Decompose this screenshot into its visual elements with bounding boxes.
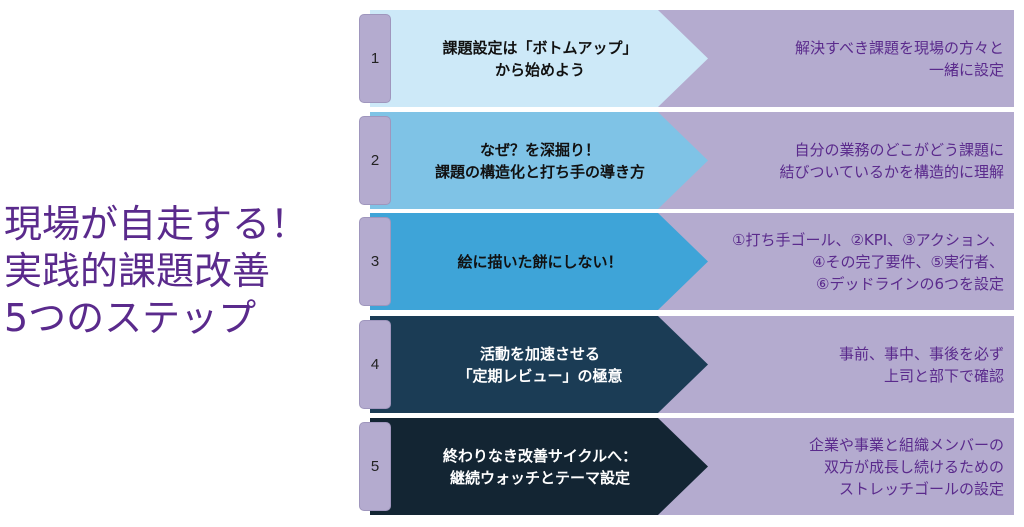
title-line-2: 実践的課題改善 [4, 249, 271, 294]
step-heading-line: 活動を加速させる [479, 344, 600, 363]
step-description-line: 解決すべき課題を現場の方々と [795, 38, 1004, 57]
step-arrow-shape [370, 213, 708, 310]
step-arrow-shape [370, 10, 708, 107]
step-description-line: ④その完了要件、⑤実行者、 [812, 252, 1004, 271]
step-description-line: 自分の業務のどこがどう課題に [794, 140, 1004, 159]
title-line-3: 5つのステップ [4, 296, 257, 341]
step-heading: 終わりなき改善サイクルへ： 継続ウォッチとテーマ設定 [390, 418, 690, 515]
step-description-line: 結びついているかを構造的に理解 [779, 162, 1004, 181]
step-description-line: 企業や事業と組織メンバーの [808, 435, 1004, 454]
step-heading-line: 課題設定は「ボトムアップ」 [442, 38, 638, 57]
step-row-5: 5 終わりなき改善サイクルへ： 継続ウォッチとテーマ設定 企業や事業と組織メンバーの双… [360, 418, 1014, 515]
title-line-1: 現場が自走する！ [4, 202, 309, 247]
step-number-tab: 5 [360, 423, 390, 510]
step-heading-line: から始めよう [494, 60, 585, 79]
step-heading: 絵に描いた餅にしない！ [390, 213, 690, 310]
step-number-tab: 1 [360, 15, 390, 102]
step-number-tab: 4 [360, 321, 390, 408]
step-row-3: 3 絵に描いた餅にしない！ ①打ち手ゴール、②KPI、③アクション、 ④その完了要件、… [360, 213, 1014, 310]
step-heading-line: 終わりなき改善サイクルへ： [442, 446, 638, 465]
step-heading: 活動を加速させる「定期レビュー」の極意 [390, 316, 690, 413]
step-heading: 課題設定は「ボトムアップ」から始めよう [390, 10, 690, 107]
page-title: 現場が自走する！ 実践的課題改善 5つのステップ [4, 201, 349, 342]
step-row-2: 2 なぜ？を深掘り！ 課題の構造化と打ち手の導き方 自分の業務のどこがどう課題に結びつ… [360, 112, 1014, 209]
step-description-line: 一緒に設定 [928, 60, 1004, 79]
step-arrow-fill [370, 418, 708, 515]
step-description-line: ⑥デッドラインの6つを設定 [816, 274, 1004, 293]
step-arrow-fill [370, 112, 708, 209]
step-heading-line: 継続ウォッチとテーマ設定 [449, 468, 630, 487]
step-heading-line: 絵に描いた餅にしない！ [457, 252, 623, 271]
step-heading-line: 課題の構造化と打ち手の導き方 [434, 162, 645, 181]
step-arrow-shape [370, 316, 708, 413]
step-description-line: 事前、事中、事後を必ず [838, 344, 1004, 363]
step-description: 自分の業務のどこがどう課題に結びついているかを構造的に理解 [704, 112, 1004, 209]
step-arrow-fill [370, 10, 708, 107]
step-description: 企業や事業と組織メンバーの双方が成長し続けるためのストレッチゴールの設定 [704, 418, 1004, 515]
step-heading-line: なぜ？を深掘り！ [479, 140, 600, 159]
step-description: ①打ち手ゴール、②KPI、③アクション、 ④その完了要件、⑤実行者、 ⑥デッドライン… [704, 213, 1004, 310]
step-description: 解決すべき課題を現場の方々と一緒に設定 [704, 10, 1004, 107]
step-number-tab: 2 [360, 117, 390, 204]
step-description-line: 双方が成長し続けるための [823, 457, 1004, 476]
step-number-tab: 3 [360, 218, 390, 305]
step-heading: なぜ？を深掘り！ 課題の構造化と打ち手の導き方 [390, 112, 690, 209]
step-arrow-shape [370, 112, 708, 209]
step-description-line: 上司と部下で確認 [883, 366, 1004, 385]
step-heading-line: 「定期レビュー」の極意 [457, 366, 623, 385]
step-arrow-shape [370, 418, 708, 515]
step-description-line: ストレッチゴールの設定 [838, 479, 1004, 498]
step-arrow-fill [370, 316, 708, 413]
step-description: 事前、事中、事後を必ず上司と部下で確認 [704, 316, 1004, 413]
step-description-line: ①打ち手ゴール、②KPI、③アクション、 [732, 230, 1004, 249]
step-arrow-fill [370, 213, 708, 310]
